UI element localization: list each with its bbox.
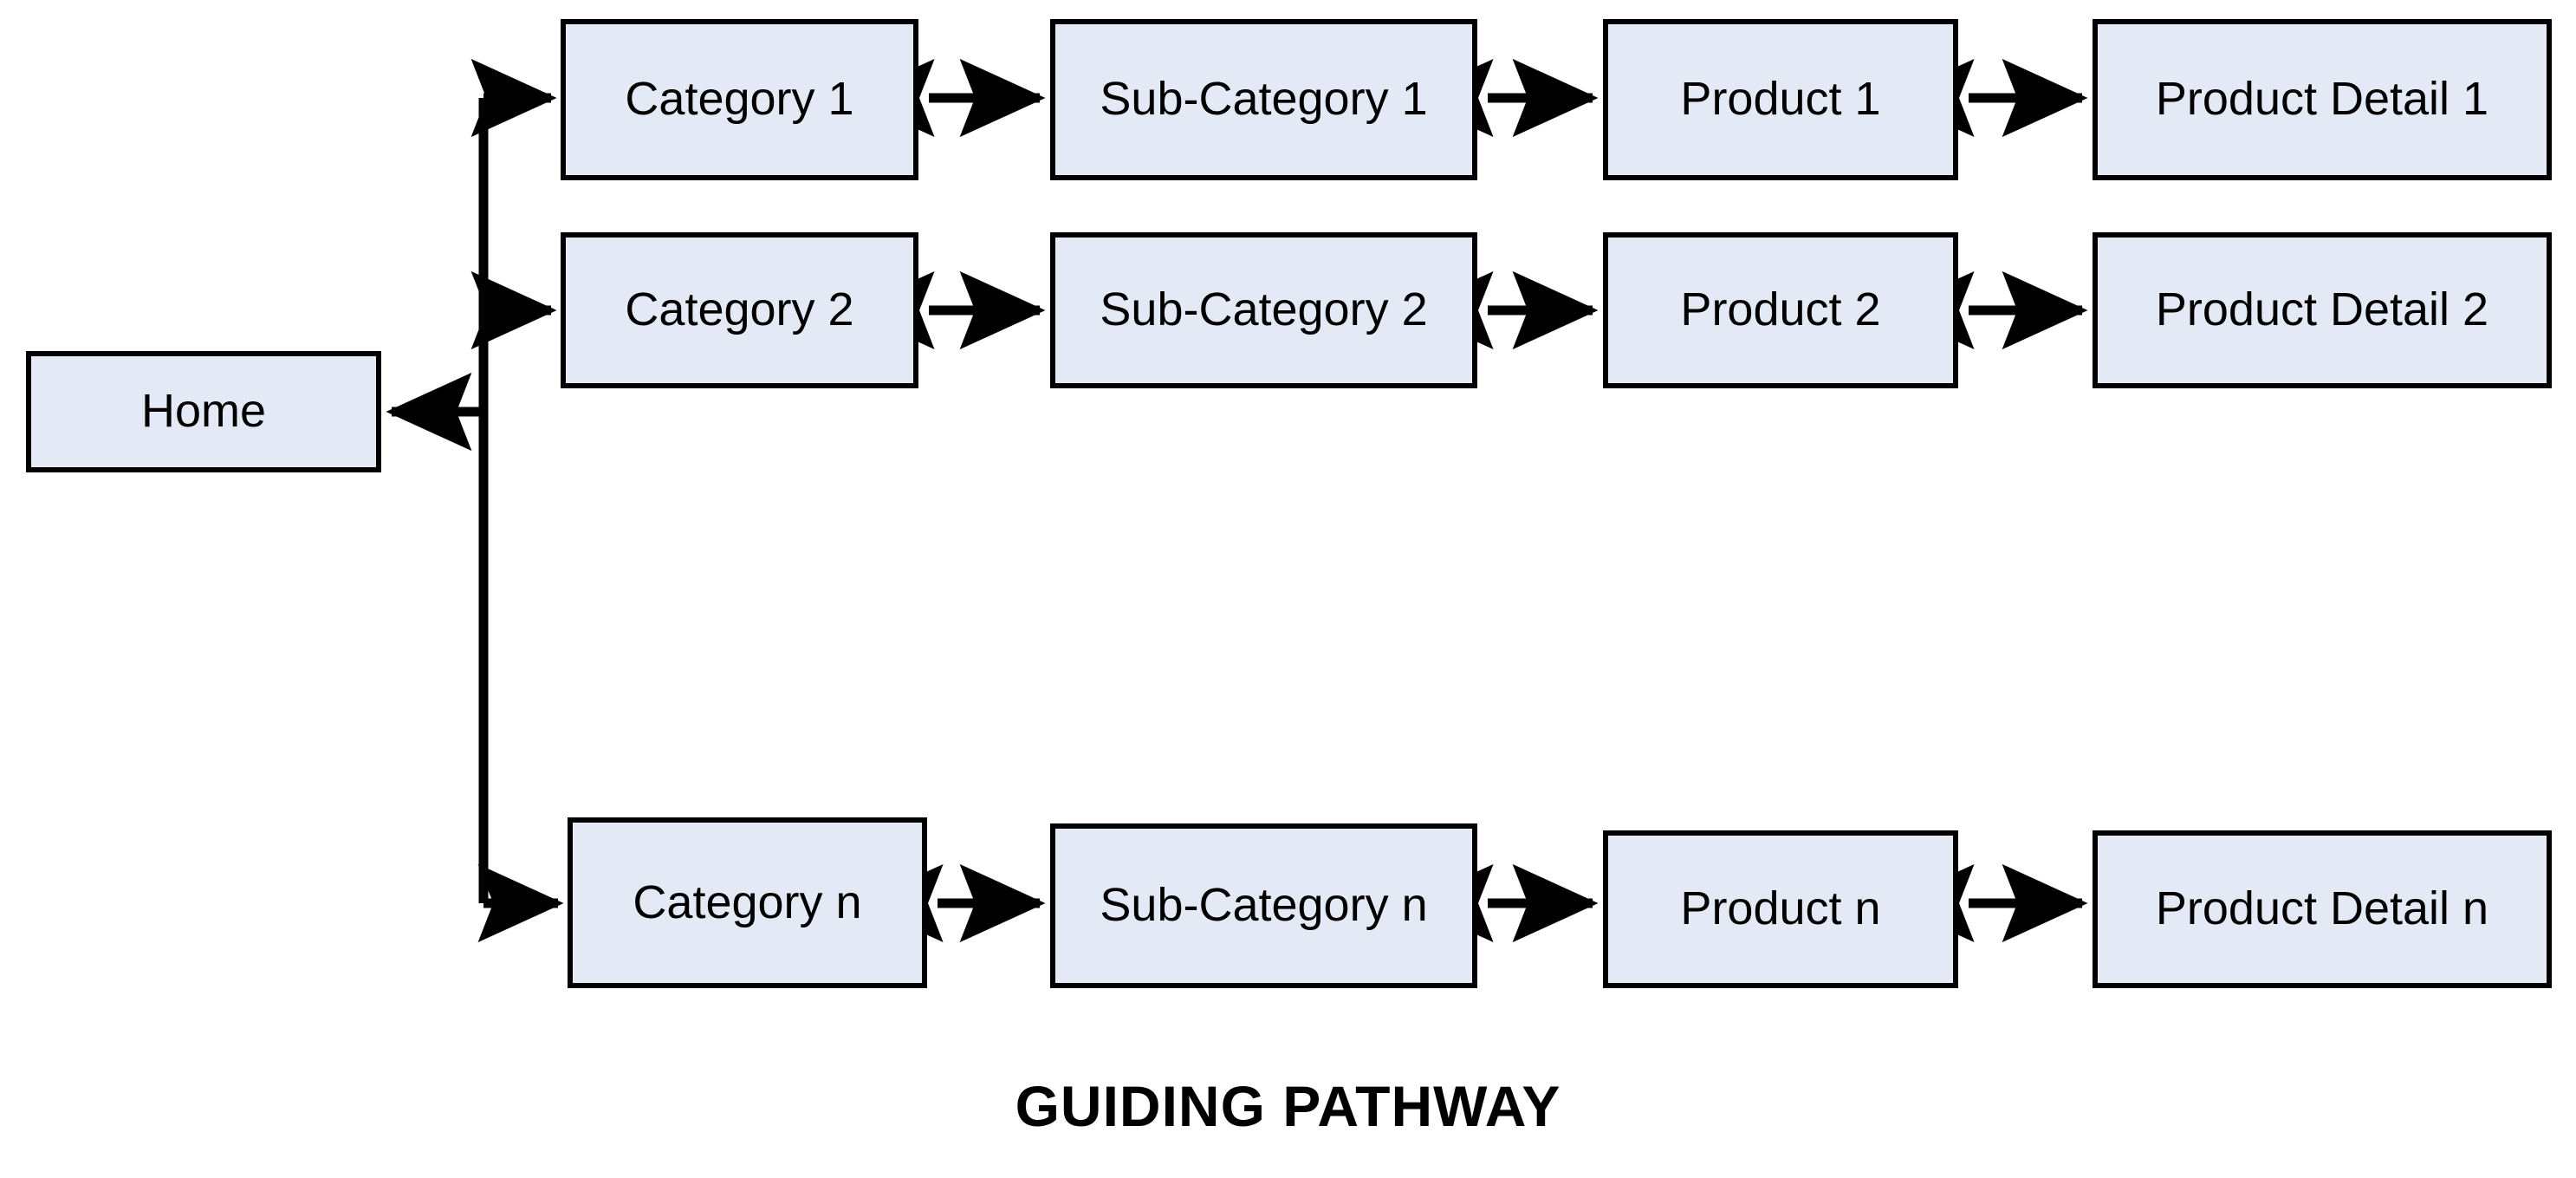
product-detail-n-node-label: Product Detail n xyxy=(2155,882,2489,935)
product-detail-1-node[interactable]: Product Detail 1 xyxy=(2093,19,2552,180)
sub-category-1-node-label: Sub-Category 1 xyxy=(1100,73,1428,126)
sub-category-n-node[interactable]: Sub-Category n xyxy=(1050,823,1477,988)
category-n-node-label: Category n xyxy=(633,875,862,928)
product-detail-n-node[interactable]: Product Detail n xyxy=(2093,830,2552,988)
product-detail-2-node[interactable]: Product Detail 2 xyxy=(2093,232,2552,388)
category-n-node[interactable]: Category n xyxy=(568,817,927,988)
product-n-node[interactable]: Product n xyxy=(1603,830,1958,988)
product-2-node-label: Product 2 xyxy=(1680,283,1881,336)
diagram-title: GUIDING PATHWAY xyxy=(1015,1074,1561,1138)
product-n-node-label: Product n xyxy=(1680,882,1881,935)
sub-category-1-node[interactable]: Sub-Category 1 xyxy=(1050,19,1477,180)
home-node-label: Home xyxy=(140,385,267,438)
product-2-node[interactable]: Product 2 xyxy=(1603,232,1958,388)
sub-category-2-node[interactable]: Sub-Category 2 xyxy=(1050,232,1477,388)
category-1-node[interactable]: Category 1 xyxy=(561,19,918,180)
product-1-node-label: Product 1 xyxy=(1680,73,1881,126)
sub-category-n-node-label: Sub-Category n xyxy=(1100,879,1428,932)
category-1-node-label: Category 1 xyxy=(625,73,854,126)
product-detail-2-node-label: Product Detail 2 xyxy=(2155,283,2489,336)
category-2-node-label: Category 2 xyxy=(625,283,854,336)
sub-category-2-node-label: Sub-Category 2 xyxy=(1100,283,1428,336)
product-detail-1-node-label: Product Detail 1 xyxy=(2155,73,2489,126)
category-2-node[interactable]: Category 2 xyxy=(561,232,918,388)
product-1-node[interactable]: Product 1 xyxy=(1603,19,1958,180)
home-node[interactable]: Home xyxy=(26,351,381,472)
